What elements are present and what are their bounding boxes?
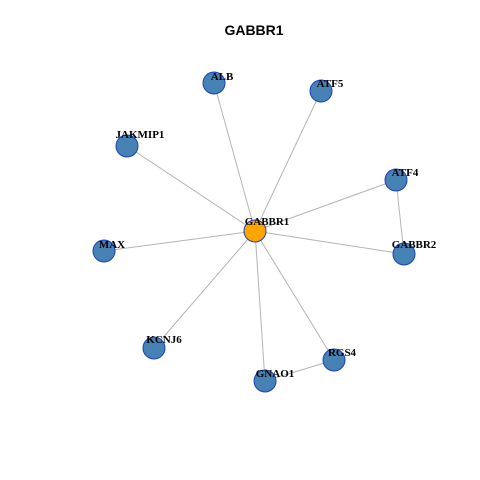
edge-gabbr1-kcnj6 bbox=[153, 230, 256, 349]
edge-gabbr1-max bbox=[103, 230, 256, 252]
node-label-jakmip1: JAKMIP1 bbox=[116, 129, 165, 141]
node-label-gabbr2: GABBR2 bbox=[392, 239, 437, 251]
diagram-title: GABBR1 bbox=[224, 22, 283, 38]
node-label-kcnj6: KCNJ6 bbox=[146, 334, 182, 346]
edge-gabbr1-alb bbox=[213, 82, 256, 232]
edge-gabbr1-rgs4 bbox=[254, 230, 335, 361]
node-jakmip1[interactable] bbox=[115, 134, 139, 158]
node-atf5[interactable] bbox=[309, 79, 333, 103]
edge-gabbr1-jakmip1 bbox=[126, 145, 256, 232]
node-atf4[interactable] bbox=[384, 168, 408, 192]
edge-gabbr1-gabbr2 bbox=[254, 230, 405, 255]
edges-layer bbox=[103, 82, 405, 382]
node-kcnj6[interactable] bbox=[142, 336, 166, 360]
node-max[interactable] bbox=[92, 239, 116, 263]
node-label-alb: ALB bbox=[211, 71, 234, 83]
node-label-gabbr1: GABBR1 bbox=[245, 216, 290, 228]
edge-gabbr1-atf4 bbox=[254, 179, 397, 232]
node-label-max: MAX bbox=[99, 239, 125, 251]
edge-atf4-gabbr2 bbox=[395, 179, 405, 255]
node-label-gnao1: GNAO1 bbox=[256, 368, 295, 380]
edge-gabbr1-gnao1 bbox=[254, 230, 266, 382]
node-alb[interactable] bbox=[202, 71, 226, 95]
node-gabbr1[interactable] bbox=[243, 219, 267, 243]
node-label-atf5: ATF5 bbox=[317, 78, 344, 90]
edge-gabbr1-atf5 bbox=[254, 90, 322, 232]
node-gnao1[interactable] bbox=[253, 369, 277, 393]
node-gabbr2[interactable] bbox=[392, 242, 416, 266]
node-label-atf4: ATF4 bbox=[392, 167, 419, 179]
edge-rgs4-gnao1 bbox=[264, 359, 335, 382]
node-rgs4[interactable] bbox=[322, 348, 346, 372]
node-label-rgs4: RGS4 bbox=[328, 347, 357, 359]
nodes-layer bbox=[92, 71, 416, 393]
